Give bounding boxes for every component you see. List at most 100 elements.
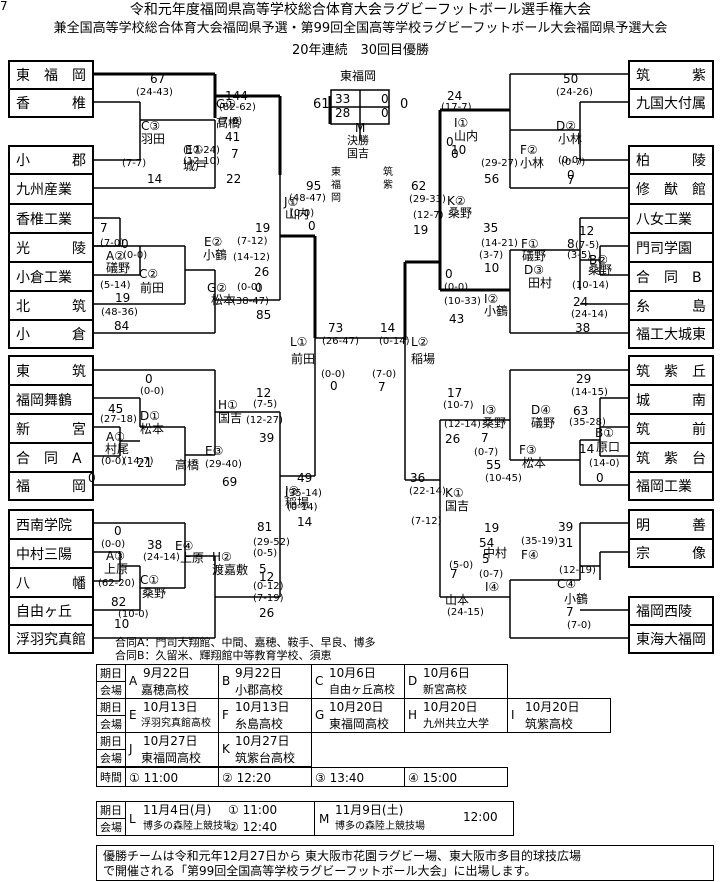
team-name: 小 郡 bbox=[16, 153, 86, 169]
left-annotation: 松本 bbox=[211, 293, 236, 307]
team-name: 修 猷 館 bbox=[636, 182, 706, 198]
left-annotation: 高橋 bbox=[175, 458, 200, 472]
team-name: 福岡舞鶴 bbox=[16, 392, 72, 409]
team-name: 福 岡 bbox=[16, 479, 86, 495]
team-name: 新 宮 bbox=[16, 421, 86, 438]
schedule-cell: 10月13日 bbox=[235, 700, 290, 714]
right-annotation: 中村 bbox=[483, 546, 508, 560]
left-annotation: A① bbox=[106, 430, 125, 444]
team-name: 東 筑 bbox=[16, 363, 86, 380]
schedule-cell: 期日 bbox=[96, 732, 126, 750]
left-annotation: 19 bbox=[115, 291, 131, 305]
left-annotation: 7 bbox=[100, 221, 108, 235]
left-annotation: (17-24) bbox=[183, 145, 220, 156]
schedule-cell: 12:00 bbox=[463, 810, 498, 824]
team-left-6: 小倉工業 bbox=[8, 261, 94, 292]
right-annotation: (7-5) bbox=[575, 240, 600, 251]
left-annotation: (0-0) bbox=[237, 282, 262, 293]
right-annotation: 31 bbox=[558, 536, 574, 550]
team-name: 中村三陽 bbox=[16, 546, 72, 563]
left-annotation: 12 bbox=[259, 570, 275, 584]
team-right-3: 修 猷 館 bbox=[628, 173, 714, 205]
left-annotation: (7-0) bbox=[218, 116, 243, 127]
team-name: 筑 前 bbox=[636, 421, 706, 438]
team-right-4: 八女工業 bbox=[628, 203, 714, 234]
team-name: 明 善 bbox=[636, 517, 706, 534]
left-annotation: 144 bbox=[225, 89, 248, 103]
left-annotation: (10-0) bbox=[118, 609, 149, 620]
left-annotation: C③ bbox=[141, 119, 161, 133]
schedule-cell: F bbox=[222, 708, 229, 722]
right-annotation: 小林 bbox=[520, 156, 545, 170]
right-annotation: (17-7) bbox=[441, 102, 472, 113]
left-annotation: (12-10) bbox=[183, 156, 220, 167]
left-annotation: 稲場 bbox=[285, 496, 310, 510]
left-annotation: 38 bbox=[147, 538, 163, 552]
left-annotation: 26 bbox=[254, 265, 270, 279]
right-annotation: 5 bbox=[482, 552, 490, 566]
right-annotation: 0 bbox=[567, 168, 575, 182]
right-annotation: 38 bbox=[575, 321, 591, 335]
right-annotation: 43 bbox=[449, 312, 465, 326]
right-annotation: 0 bbox=[596, 471, 604, 485]
right-annotation: (24-26) bbox=[556, 87, 593, 98]
team-right-7: 糸 島 bbox=[628, 290, 714, 321]
right-annotation: 19 bbox=[413, 223, 429, 237]
left-annotation: 城戸 bbox=[183, 159, 208, 173]
team-right-15: 宗 像 bbox=[628, 538, 714, 568]
team-right-10: 城 南 bbox=[628, 384, 714, 415]
left-annotation: 21 bbox=[137, 456, 153, 470]
team-left-7: 北 筑 bbox=[8, 290, 94, 321]
left-annotation: (0-12) bbox=[253, 581, 284, 592]
right-annotation: (35-28) bbox=[569, 417, 606, 428]
right-annotation: 小林 bbox=[558, 132, 583, 146]
team-name: 筑 紫 台 bbox=[636, 450, 706, 467]
schedule-cell: L bbox=[129, 812, 136, 826]
schedule-cell: ③ 13:40 bbox=[311, 767, 405, 787]
right-annotation: 36 bbox=[410, 471, 426, 485]
left-annotation: L① bbox=[290, 335, 308, 349]
left-annotation: 0 bbox=[114, 524, 122, 538]
schedule-cell: 会場 bbox=[96, 818, 126, 836]
right-annotation: 稲場 bbox=[411, 352, 436, 366]
team-name: 福工大城東 bbox=[636, 327, 706, 343]
right-annotation: (7-0) bbox=[372, 369, 397, 380]
team-name: 筑 紫 bbox=[636, 68, 706, 84]
team-name: 小倉工業 bbox=[16, 269, 72, 286]
right-annotation: (10-45) bbox=[485, 473, 522, 484]
right-annotation: (7-12) bbox=[411, 516, 442, 527]
schedule-cell: G bbox=[315, 708, 325, 722]
left-annotation: 39 bbox=[259, 431, 275, 445]
right-annotation: (10-14) bbox=[572, 280, 609, 291]
left-annotation: E① bbox=[185, 143, 204, 157]
schedule-cell: B bbox=[222, 674, 231, 688]
left-annotation: (24-43) bbox=[136, 87, 173, 98]
schedule-cell: ① 11:00 bbox=[125, 767, 219, 787]
right-annotation: F③ bbox=[519, 443, 537, 457]
left-annotation: 95 bbox=[306, 179, 322, 193]
schedule-cell: 期日 bbox=[96, 698, 126, 716]
right-annotation: F① bbox=[521, 237, 539, 251]
final-left-name: 東 福 岡 bbox=[331, 167, 341, 204]
team-right-8: 福工大城東 bbox=[628, 319, 714, 349]
right-annotation: 山内 bbox=[454, 129, 479, 143]
team-left-10: 福岡舞鶴 bbox=[8, 384, 94, 415]
left-annotation: (24-14) bbox=[143, 552, 180, 563]
right-annotation: D③ bbox=[524, 263, 544, 277]
team-name: 自由ヶ丘 bbox=[16, 604, 72, 620]
left-annotation: (7-12) bbox=[237, 236, 268, 247]
right-annotation: 50 bbox=[563, 72, 579, 86]
right-annotation: I② bbox=[484, 292, 499, 306]
final-venue: 国吉 bbox=[347, 147, 369, 160]
schedule-cell: 10月27日 bbox=[235, 734, 290, 748]
left-annotation: 14 bbox=[297, 515, 313, 529]
left-annotation: 22 bbox=[226, 172, 242, 186]
team-left-15: 中村三陽 bbox=[8, 538, 94, 569]
team-left-4: 香椎工業 bbox=[8, 203, 94, 234]
team-name: 東 福 岡 bbox=[16, 68, 86, 84]
left-annotation: (38-47) bbox=[232, 296, 269, 307]
left-annotation: 5 bbox=[259, 562, 267, 576]
left-annotation: (0-0) bbox=[290, 208, 315, 219]
left-annotation: 81 bbox=[257, 520, 273, 534]
